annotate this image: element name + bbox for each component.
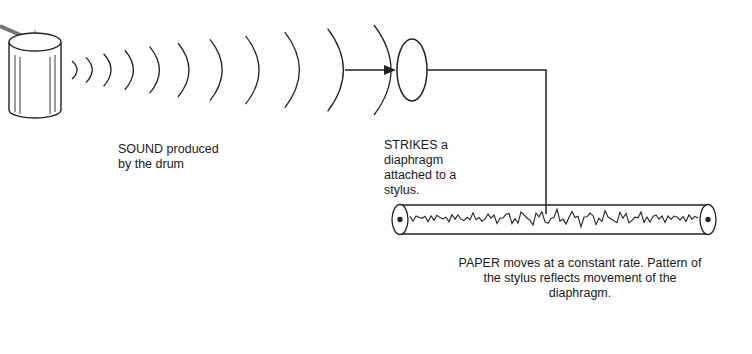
wave-arc bbox=[86, 57, 92, 82]
wave-arc bbox=[178, 43, 189, 97]
wave-arc bbox=[246, 36, 259, 104]
wave-arc bbox=[72, 61, 77, 79]
caption-text: STRIKES a diaphragm attached to a stylus… bbox=[384, 138, 476, 198]
paper-strip bbox=[392, 205, 716, 235]
sound-waves bbox=[72, 25, 391, 115]
diaphragm bbox=[397, 39, 427, 101]
caption-text: PAPER moves at a constant rate. Pattern … bbox=[455, 256, 705, 301]
drum bbox=[9, 33, 61, 118]
arrow bbox=[345, 65, 396, 75]
stylus-trace bbox=[410, 209, 698, 227]
wave-arc bbox=[150, 47, 160, 94]
wave-arc bbox=[285, 32, 300, 108]
wave-arc bbox=[104, 54, 111, 86]
wave-arc bbox=[125, 50, 134, 90]
wave-arc bbox=[328, 29, 344, 112]
caption-text: SOUND produced by the drum bbox=[118, 142, 228, 172]
wave-arc bbox=[210, 39, 222, 100]
